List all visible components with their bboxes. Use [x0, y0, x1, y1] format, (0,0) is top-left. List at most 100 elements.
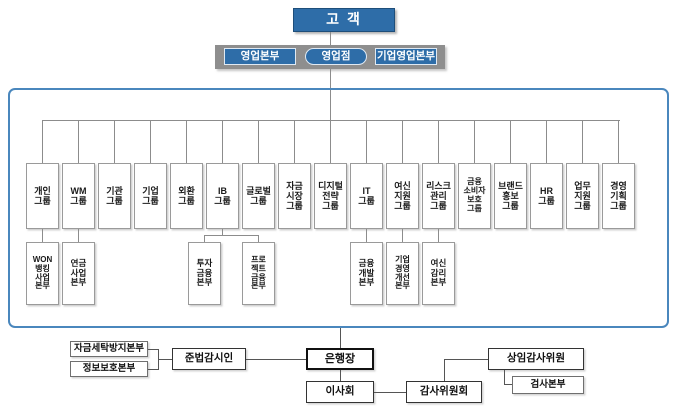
group-label-line: HR	[540, 185, 553, 196]
group-box-hr[interactable]: HR 그룹	[530, 163, 563, 229]
subunit-box-investment-banking[interactable]: 투자 금융 본부	[188, 242, 221, 305]
subunit-box-credit-review[interactable]: 여신 감리 본부	[422, 242, 455, 305]
group-label-line: 업무	[574, 180, 591, 191]
connector-group-to-sub	[42, 229, 43, 242]
subunit-box-pension[interactable]: 연금 사업 본부	[62, 242, 95, 305]
bank-divisions-container	[8, 88, 669, 328]
group-label-line: 소비자	[463, 186, 486, 196]
group-label-line: 리스크	[426, 180, 451, 191]
group-label-line: 자금	[286, 180, 303, 191]
group-label-line: 그룹	[467, 203, 482, 213]
channel-branch[interactable]: 영업점	[305, 48, 367, 65]
group-label-line: 그룹	[34, 196, 51, 206]
connector-board-to-audit	[374, 392, 406, 393]
connector-audit-riser	[444, 359, 445, 381]
connector-infosec-out	[148, 369, 158, 370]
group-label-line: 그룹	[394, 201, 411, 212]
subunit-label-line: 투자	[196, 258, 213, 269]
group-box-ib[interactable]: IB 그룹	[206, 163, 239, 229]
group-label-line: IT	[362, 185, 371, 196]
group-label-line: 홍보	[502, 190, 519, 201]
audit-committee-box[interactable]: 감사위원회	[406, 381, 482, 403]
group-box-treasury[interactable]: 자금 시장 그룹	[278, 163, 311, 229]
channel-label: 기업영업본부	[377, 49, 435, 62]
group-box-wm[interactable]: WM 그룹	[62, 163, 95, 229]
connector-bus-drop	[150, 120, 151, 163]
inspection-division-label: 검사본부	[530, 378, 566, 390]
connector-bus-drop	[402, 120, 403, 163]
standing-auditor-box[interactable]: 상임감사위원	[488, 348, 584, 370]
connector-divisions-to-president	[340, 328, 341, 348]
compliance-officer-label: 준법감시인	[184, 352, 234, 365]
group-label-line: 지원	[394, 190, 411, 201]
subunit-label-line: 사업	[70, 267, 87, 278]
group-box-global[interactable]: 글로벌 그룹	[242, 163, 275, 229]
compliance-officer-box[interactable]: 준법감시인	[172, 348, 246, 370]
connector-compliance-to-president	[246, 359, 306, 360]
group-label-line: 그룹	[430, 201, 447, 212]
connector-band-to-bus	[330, 69, 331, 120]
group-label-line: 경영	[610, 180, 627, 191]
subunit-label-line: 금융	[358, 258, 375, 269]
group-box-management-planning[interactable]: 경영 기획 그룹	[602, 163, 635, 229]
aml-division-box[interactable]: 자금세탁방지본부	[70, 341, 148, 357]
inspection-division-box[interactable]: 검사본부	[512, 376, 584, 394]
connector-group-bus	[42, 120, 620, 121]
group-box-retail[interactable]: 개인 그룹	[26, 163, 59, 229]
channel-sales-hq[interactable]: 영업본부	[224, 48, 296, 65]
group-box-brand-pr[interactable]: 브랜드 홍보 그룹	[494, 163, 527, 229]
subunit-label-line: 본부	[251, 281, 266, 291]
connector-bus-drop	[330, 120, 331, 163]
group-label-line: 디지털	[318, 180, 343, 191]
group-box-consumer-protection[interactable]: 금융 소비자 보호 그룹	[458, 163, 491, 229]
group-label-line: 지원	[574, 190, 591, 201]
infosec-division-box[interactable]: 정보보호본부	[70, 361, 148, 377]
group-box-operations-support[interactable]: 업무 지원 그룹	[566, 163, 599, 229]
subunit-box-won-banking[interactable]: WON 뱅킹 사업 본부	[26, 242, 59, 305]
subunit-box-corp-restructuring[interactable]: 기업 경영 개선 본부	[386, 242, 419, 305]
group-label-line: 그룹	[286, 201, 303, 212]
board-of-directors-box[interactable]: 이사회	[306, 381, 374, 403]
customer-box[interactable]: 고 객	[293, 8, 395, 32]
subunit-box-project-finance[interactable]: 프로 젝트 금융 본부	[242, 242, 275, 305]
connector-group-to-sub	[402, 229, 403, 242]
connector-group-to-sub	[78, 229, 79, 242]
subunit-label-line: 본부	[35, 281, 50, 291]
group-box-digital-strategy[interactable]: 디지털 전략 그룹	[314, 163, 347, 229]
connector-bus-drop	[78, 120, 79, 163]
group-box-corporate[interactable]: 기업 그룹	[134, 163, 167, 229]
channel-label: 영업점	[321, 49, 351, 62]
group-box-credit-support[interactable]: 여신 지원 그룹	[386, 163, 419, 229]
subunit-label-line: 개선	[395, 272, 410, 282]
subunit-label-line: 본부	[430, 277, 447, 288]
connector-bus-drop	[618, 120, 619, 163]
group-label-line: 기관	[106, 185, 123, 196]
subunit-label-line: 경영	[395, 263, 410, 273]
subunit-box-fin-development[interactable]: 금융 개발 본부	[350, 242, 383, 305]
subunit-label-line: 뱅킹	[35, 263, 50, 273]
connector-to-compliance	[158, 359, 172, 360]
group-label-line: 그룹	[610, 201, 627, 212]
group-label-line: IB	[218, 185, 227, 196]
group-label-line: 그룹	[250, 196, 267, 206]
subunit-label-line: 본부	[358, 277, 375, 288]
group-box-institutional[interactable]: 기관 그룹	[98, 163, 131, 229]
connector-group-to-sub	[222, 229, 223, 235]
subunit-label-line: 여신	[430, 258, 447, 269]
group-box-fx[interactable]: 외환 그룹	[170, 163, 203, 229]
subunit-label-line: WON	[32, 254, 53, 264]
connector-group-to-sub	[258, 235, 259, 242]
subunit-label-line: 금융	[196, 267, 213, 278]
group-label-line: 그룹	[70, 196, 87, 206]
group-label-line: 그룹	[178, 196, 195, 206]
customer-label: 고 객	[326, 11, 362, 28]
bank-president-box[interactable]: 은행장	[306, 348, 374, 370]
group-label-line: 그룹	[502, 201, 519, 212]
channel-corporate-sales-hq[interactable]: 기업영업본부	[375, 48, 437, 65]
group-box-risk-management[interactable]: 리스크 관리 그룹	[422, 163, 455, 229]
group-label-line: 금융	[467, 177, 482, 187]
group-box-it[interactable]: IT 그룹	[350, 163, 383, 229]
connector-bus-drop	[474, 120, 475, 163]
audit-committee-label: 감사위원회	[419, 385, 469, 398]
